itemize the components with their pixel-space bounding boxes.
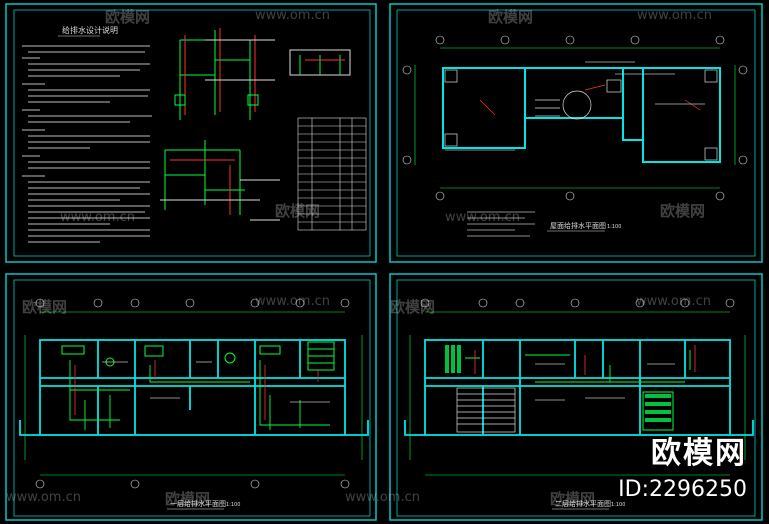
watermark-brand-2: 欧模网 bbox=[488, 8, 534, 26]
floor1-room-labels bbox=[102, 361, 330, 403]
watermark-site-2: www.om.cn bbox=[637, 8, 712, 23]
watermark-brand-8: 欧模网 bbox=[550, 490, 596, 508]
sheet-floor1-plan: 一层给排水平面图 1:100 bbox=[5, 273, 377, 521]
roof-plan-title: 屋面给排水平面图 bbox=[550, 221, 606, 230]
watermark-site-6: www.om.cn bbox=[636, 294, 711, 309]
floor2-axis-bubbles bbox=[420, 298, 735, 308]
sheet-roof-plan: 屋面给排水平面图 1:100 bbox=[389, 3, 763, 263]
watermark-brand-1: 欧模网 bbox=[105, 8, 151, 26]
floor2-stair-left bbox=[456, 387, 516, 433]
notes-sheet-title: 给排水设计说明 bbox=[62, 25, 118, 35]
brand-logo-text: 欧模网 bbox=[651, 436, 747, 471]
roof-dimension-lines bbox=[414, 47, 736, 189]
notes-text-block bbox=[22, 45, 152, 243]
watermark-brand-6: 欧模网 bbox=[390, 298, 436, 316]
roof-axis-bubbles bbox=[402, 35, 748, 201]
floor1-plan-scale: 1:100 bbox=[226, 502, 240, 508]
watermark-site-3: www.om.cn bbox=[60, 210, 135, 225]
riser-diagram bbox=[160, 28, 351, 221]
floor1-walls bbox=[19, 339, 369, 436]
watermark-site-7: www.om.cn bbox=[6, 490, 81, 505]
sheet-floor2-plan: 二层给排水平面图 1:100 bbox=[389, 273, 763, 521]
floor2-dimension-lines bbox=[409, 311, 746, 476]
floor2-plan-title: 二层给排水平面图 bbox=[555, 499, 611, 508]
watermark-brand-5: 欧模网 bbox=[22, 298, 68, 316]
floor2-drain-pipes bbox=[474, 345, 696, 375]
watermark-site-4: www.om.cn bbox=[445, 210, 520, 225]
sheet-design-notes: 给排水设计说明 bbox=[5, 3, 377, 263]
watermark-site-8: www.om.cn bbox=[345, 490, 420, 505]
roof-drain-lines bbox=[479, 84, 701, 116]
floor1-drain-pipes bbox=[74, 360, 319, 420]
watermark-brand-7: 欧模网 bbox=[165, 490, 211, 508]
floor2-plan-scale: 1:100 bbox=[611, 502, 625, 508]
material-table bbox=[297, 117, 367, 231]
roof-slope-markers bbox=[444, 69, 718, 161]
watermark-site-5: www.om.cn bbox=[255, 294, 330, 309]
roof-note-lines bbox=[445, 61, 705, 237]
brand-id-label: ID:2296250 bbox=[618, 477, 747, 502]
floor1-dimension-lines bbox=[24, 311, 363, 476]
watermark-brand-3: 欧模网 bbox=[275, 202, 321, 220]
floor1-plan-title: 一层给排水平面图 bbox=[170, 499, 226, 508]
roof-plan-scale: 1:100 bbox=[607, 224, 621, 230]
floor2-water-pipes bbox=[465, 350, 691, 383]
watermark-site-1: www.om.cn bbox=[255, 8, 330, 23]
floor1-water-pipes bbox=[69, 360, 330, 430]
floor1-fixtures bbox=[61, 341, 335, 371]
roof-outline bbox=[442, 67, 721, 163]
floor2-room-labels bbox=[535, 363, 675, 401]
watermark-brand-4: 欧模网 bbox=[660, 202, 706, 220]
floor2-green-fixtures bbox=[445, 345, 674, 431]
floor2-walls bbox=[404, 339, 754, 436]
floor1-axis-bubbles bbox=[35, 298, 350, 489]
